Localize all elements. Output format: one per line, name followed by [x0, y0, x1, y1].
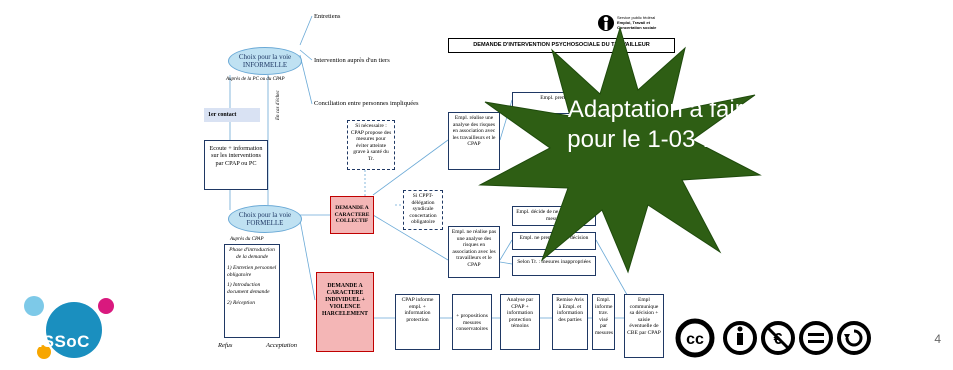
step-6: Empl communique sa décision + saisie éve…	[624, 294, 664, 358]
phase-title: Phase d'introduction de la demande	[229, 247, 275, 260]
federal-logo: Service public fédéral Emploi, Travail e…	[597, 14, 677, 36]
informelle-label: Choix pour la voie INFORMELLE	[238, 53, 292, 69]
en-cas-echec-label: En cas d'échec	[276, 90, 281, 120]
empl-ne-realise-box: Empl. ne réalise pas une analyse des ris…	[448, 226, 500, 278]
informelle-ellipse: Choix pour la voie INFORMELLE	[228, 47, 302, 75]
org-line-3: Concertation sociale	[617, 25, 657, 31]
cc-license-icon: cc €	[675, 318, 871, 358]
org-line-2: Emploi, Travail et	[617, 20, 650, 26]
formelle-caption: Auprès du CPAP	[230, 237, 264, 242]
star-text: Adaptation à faire pour le 1-03-2015	[567, 96, 757, 153]
refus-label: Refus	[218, 342, 233, 349]
formelle-ellipse: Choix pour la voie FORMELLE	[228, 205, 302, 233]
informelle-option-1: Entretiens	[314, 13, 341, 20]
collectif-note-top: Si nécessaire : CPAP propose des mesures…	[347, 120, 395, 170]
phase-item-3: 2) Réception	[227, 299, 255, 306]
collectif-note-mid: Si CPPT-délégation syndicale concertatio…	[403, 190, 443, 230]
collectif-box: DEMANDE A CARACTERE COLLECTIF	[330, 196, 374, 234]
svg-text:cc: cc	[686, 331, 704, 348]
informelle-caption: Auprès de la PC ou du CPAP	[226, 77, 285, 82]
phase-item-2: 1) Introduction document demande	[227, 282, 270, 295]
informelle-option-3: Conciliation entre personnes impliquées	[314, 100, 419, 107]
formelle-label: Choix pour la voie FORMELLE	[238, 211, 292, 227]
step-3: Analyse par CPAP + information protectio…	[500, 294, 540, 350]
cessoc-dots-icon	[24, 296, 114, 359]
person-logo-icon	[598, 15, 614, 31]
empl-realise-box: Empl. réalise une analyse des risques en…	[448, 112, 500, 170]
individuel-box: DEMANDE A CARACTERE INDIVIDUEL + VIOLENC…	[316, 272, 374, 352]
phase-item-1: 1) Entretien personnel obligatoire	[227, 265, 277, 278]
ecoute-box: Ecoute + information sur les interventio…	[204, 140, 268, 190]
phase-box: Phase d'introduction de la demande 1) En…	[224, 244, 280, 338]
step-5: Empl. informe trav. visé par mesures	[592, 294, 615, 350]
first-contact-box: 1er contact	[204, 108, 260, 122]
step-2: + propositions mesures conservatoires	[452, 294, 492, 350]
cessoc-text: CESSoC	[18, 332, 90, 351]
result-box-4: Selon Tr. : mesures inappropriées	[512, 256, 596, 276]
step-1: CPAP informe empl. + information protect…	[395, 294, 440, 350]
cessoc-logo: CESSoC	[14, 292, 124, 362]
diagram-title: DEMANDE D'INTERVENTION PSYCHOSOCIALE DU …	[448, 38, 675, 53]
step-4: Remise Avis à Empl. et information des p…	[552, 294, 588, 350]
acceptation-label: Acceptation	[266, 342, 298, 349]
org-line-1: Service public fédéral	[617, 15, 656, 20]
page-number: 4	[934, 332, 941, 346]
informelle-option-2: Intervention auprès d'un tiers	[314, 57, 390, 64]
star-burst	[478, 26, 762, 274]
